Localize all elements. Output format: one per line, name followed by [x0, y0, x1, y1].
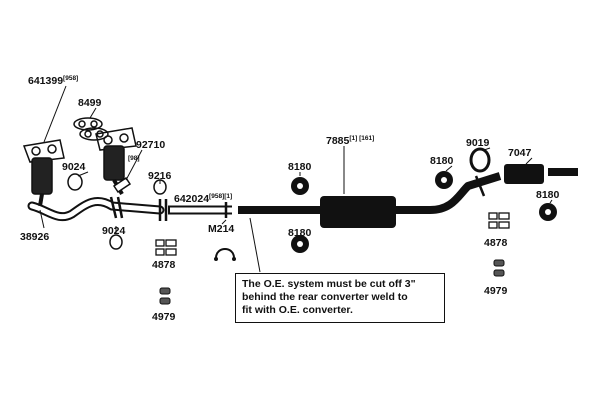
note-line-3: fit with O.E. converter.	[242, 304, 353, 316]
tail-muffler	[504, 164, 544, 184]
label-8180-far-right: 8180	[536, 189, 560, 201]
label-7047: 7047	[508, 147, 532, 159]
hanger-right-top	[435, 171, 453, 189]
muffler-outlet-pipe	[396, 172, 502, 214]
clamp-nut-icon	[232, 257, 236, 261]
note-line-2: behind the rear converter weld to	[242, 291, 408, 303]
label-92710: 92710	[136, 139, 165, 151]
spring-set-left	[159, 287, 171, 305]
clamp-nut-icon	[214, 257, 218, 261]
label-642024: 642024[958][1]	[174, 193, 232, 205]
installation-note: The O.E. system must be cut off 3" behin…	[235, 273, 445, 323]
gasket-9024-upper	[67, 173, 83, 191]
spring-set-right	[493, 259, 505, 277]
gasket-9019	[469, 147, 491, 173]
leader-lines	[39, 85, 553, 273]
bolt-set-left	[155, 239, 177, 256]
label-9019: 9019	[466, 137, 490, 149]
label-9216: 9216	[148, 170, 172, 182]
label-4979-left: 4979	[152, 311, 176, 323]
front-pipe	[27, 197, 165, 222]
label-8180-left-top: 8180	[288, 161, 312, 173]
hanger-left-bottom	[291, 235, 309, 253]
label-8180-right-top: 8180	[430, 155, 454, 167]
label-7885: 7885[1] [161]	[326, 135, 374, 147]
label-8499: 8499	[78, 97, 102, 109]
label-4878-right: 4878	[484, 237, 508, 249]
label-converter-ref: [98]	[128, 155, 140, 162]
bolt-set-right	[488, 212, 510, 229]
flange-joints	[109, 175, 486, 221]
hanger-left-top	[291, 177, 309, 195]
label-8180-left-bottom: 8180	[288, 227, 312, 239]
hanger-far-right	[539, 203, 557, 221]
label-38926: 38926	[20, 231, 49, 243]
label-4878-left: 4878	[152, 259, 176, 271]
clamp-m214	[215, 248, 235, 259]
note-line-1: The O.E. system must be cut off 3"	[242, 278, 416, 290]
manifold-gasket	[73, 117, 109, 141]
label-4979-right: 4979	[484, 285, 508, 297]
manifold-converter	[22, 139, 65, 207]
gasket-9024-lower	[109, 234, 123, 250]
muffler-body	[306, 196, 396, 228]
label-9024-lower: 9024	[102, 225, 126, 237]
flange-92710	[112, 176, 132, 194]
upper-converter	[95, 127, 137, 195]
label-641399: 641399[958]	[28, 75, 78, 87]
label-9024-upper: 9024	[62, 161, 86, 173]
label-m214: M214	[208, 223, 234, 235]
